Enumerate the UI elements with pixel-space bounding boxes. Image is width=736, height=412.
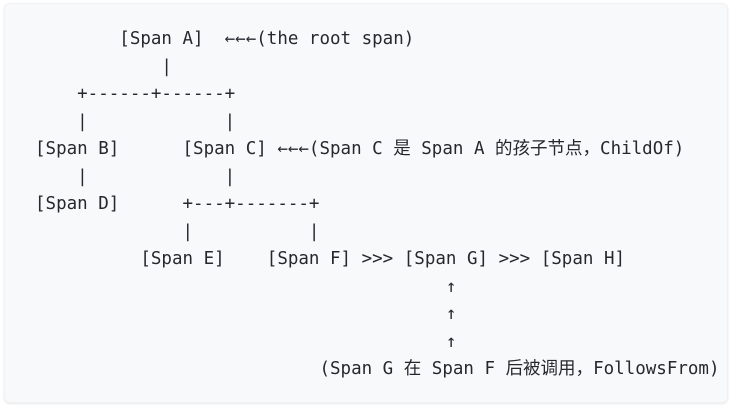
diagram-line-spans-e-f-g-h: [Span E] [Span F] >>> [Span G] >>> [Span… <box>35 249 626 269</box>
ascii-span-tree-diagram: [Span A] ←←←(the root span) | +------+--… <box>35 26 720 384</box>
diagram-line-edges-d-c: | | <box>35 166 236 187</box>
diagram-annotation-cn-shi: 是 <box>393 139 411 159</box>
diagram-annotation-cn-called-after: 后被调用， <box>505 359 594 379</box>
diagram-line-branch-a: +------+------+ <box>35 84 236 104</box>
diagram-annotation-span-a: Span A <box>410 139 496 159</box>
diagram-line-up-arrow-3: ↑ <box>35 331 457 352</box>
diagram-line-edges-e-f: | | <box>35 221 320 242</box>
diagram-annotation-cn-zai: 在 <box>403 359 422 379</box>
diagram-line-span-a-root: [Span A] ←←←(the root span) <box>35 29 415 49</box>
diagram-annotation-followsfrom: FollowsFrom) <box>593 359 720 379</box>
diagram-line-span-d-branch-c: [Span D] +---+-------+ <box>35 194 320 214</box>
diagram-line-up-arrow-2: ↑ <box>35 304 457 324</box>
diagram-line-followsfrom-label: (Span G 在 Span F 后被调用，FollowsFrom) <box>35 359 720 379</box>
diagram-line-span-b-c-ascii: [Span B] [Span C] ←←←(Span C <box>35 139 394 159</box>
diagram-line-span-b-c-label: [Span B] [Span C] ←←←(Span C 是 Span A 的孩… <box>35 139 684 159</box>
diagram-annotation-childof: ChildOf) <box>600 139 685 159</box>
diagram-annotation-span-g-prefix: (Span G <box>35 359 404 379</box>
diagram-line-edges-b-c: | | <box>35 111 236 132</box>
diagram-panel: [Span A] ←←←(the root span) | +------+--… <box>4 3 728 403</box>
diagram-annotation-cn-child-node: 的孩子节点， <box>495 139 601 159</box>
diagram-line-edge-under-a: | <box>35 56 172 77</box>
diagram-line-up-arrow-1: ↑ <box>35 276 457 297</box>
diagram-annotation-span-f: Span F <box>421 359 506 379</box>
